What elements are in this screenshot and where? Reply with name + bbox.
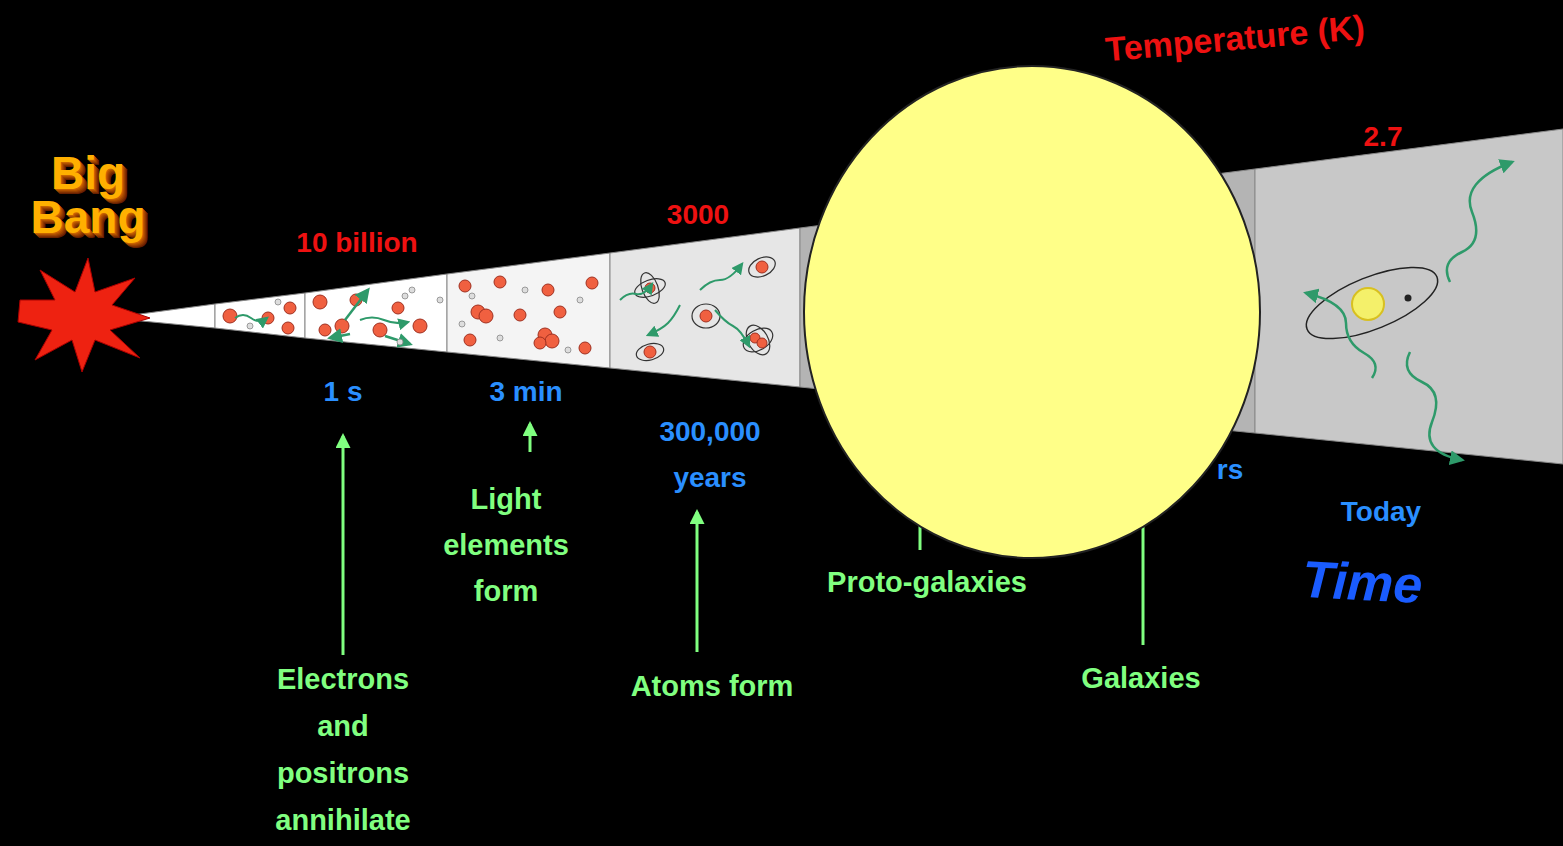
event-label: Electrons and positrons annihilate: [256, 656, 431, 844]
temperature-value: 10 billion: [296, 226, 417, 260]
time-value: 1 s: [324, 375, 363, 409]
event-label: Atoms form: [631, 669, 794, 704]
event-label: Light elements form: [436, 476, 576, 614]
time-value: rs: [1217, 453, 1243, 487]
time-value: 3 min: [489, 375, 562, 409]
temperature-value: 3000: [667, 198, 729, 232]
axis-title: Temperature (K): [1104, 6, 1367, 70]
time-value: Today: [1341, 495, 1421, 529]
event-label: Proto-galaxies: [827, 565, 1027, 600]
time-value: 300,000 years: [630, 409, 790, 501]
big-bang-title: Big Bang: [23, 151, 153, 239]
temperature-value: 2.7: [1364, 120, 1403, 154]
axis-title: Time: [1300, 548, 1424, 616]
event-label: Galaxies: [1081, 661, 1200, 696]
